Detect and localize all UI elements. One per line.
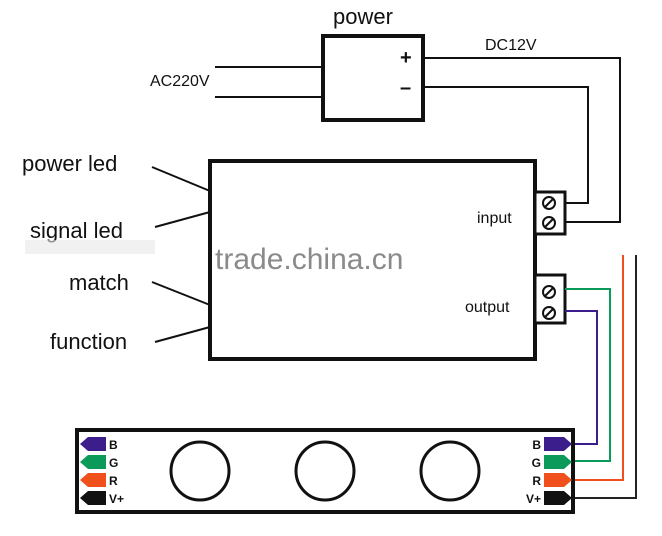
signal-led-label: signal led [30, 218, 123, 243]
match-label: match [69, 270, 129, 295]
strip-pin-pad-right [544, 491, 572, 505]
strip-pin-pad-right [544, 473, 572, 487]
strip-pin-label-right: B [532, 438, 541, 452]
plus-terminal-label: + [400, 47, 412, 69]
minus-terminal-label: – [400, 77, 411, 99]
controller-box [208, 159, 537, 361]
strip-pin-label-right: V+ [526, 492, 541, 506]
strip-pin-pad-left [80, 455, 106, 469]
function-leader [154, 326, 211, 343]
black-wire [575, 255, 637, 499]
dc-label: DC12V [485, 37, 537, 54]
dc-plus-wire [423, 57, 621, 223]
green-wire [565, 288, 611, 462]
screw-icon [542, 285, 556, 299]
strip-pin-pad-left [80, 437, 106, 451]
output-label: output [465, 299, 510, 316]
signal-led-leader [154, 211, 211, 228]
match-leader [151, 281, 211, 306]
watermark-text: trade.china.cn [215, 243, 403, 276]
led-circle [294, 440, 356, 502]
strip-pin-label-right: G [532, 456, 541, 470]
ac-label: AC220V [150, 73, 210, 90]
dc-minus-wire [423, 86, 589, 204]
power-led-leader [151, 166, 211, 192]
strip-pin-label-left: G [109, 456, 118, 470]
red-wire [575, 255, 624, 481]
power-led-label: power led [22, 151, 117, 176]
strip-pin-label-right: R [532, 474, 541, 488]
function-label: function [50, 329, 127, 354]
screw-icon [542, 196, 556, 210]
power-title: power [333, 4, 393, 29]
strip-pin-pad-left [80, 473, 106, 487]
strip-pin-pad-right [544, 437, 572, 451]
led-circle [419, 440, 481, 502]
screw-icon [542, 216, 556, 230]
input-label: input [477, 210, 512, 227]
strip-pin-label-left: R [109, 474, 118, 488]
strip-pin-pad-right [544, 455, 572, 469]
led-circle [169, 440, 231, 502]
strip-pin-label-left: B [109, 438, 118, 452]
strip-pin-pad-left [80, 491, 106, 505]
blue-wire [565, 310, 598, 445]
input-terminal-block [533, 190, 567, 236]
power-supply-box [321, 34, 425, 122]
watermark-blur [25, 240, 155, 254]
output-terminal-block [533, 273, 567, 325]
strip-pin-label-left: V+ [109, 492, 124, 506]
screw-icon [542, 306, 556, 320]
